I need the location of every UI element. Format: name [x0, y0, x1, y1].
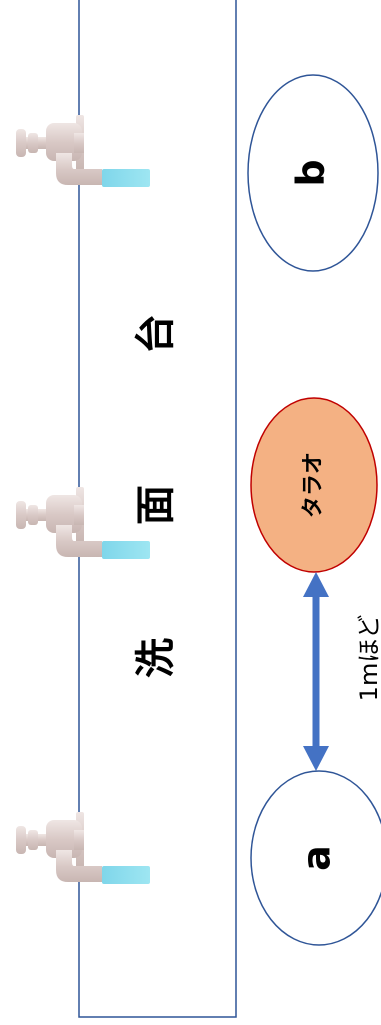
sink-char-1: 洗 [133, 638, 179, 678]
sink-char-2: 面 [133, 485, 179, 525]
distance-arrow [303, 572, 329, 771]
circle-a-label: a [295, 845, 339, 871]
sink-char-3: 台 [133, 314, 179, 354]
faucet-top-icon [16, 115, 150, 187]
circle-a [250, 770, 381, 946]
faucet-bottom-icon [16, 812, 150, 884]
faucet-middle-icon [16, 487, 150, 559]
towel-circle [250, 397, 378, 573]
towel-label: タラオ [301, 452, 326, 518]
circle-b [247, 74, 379, 272]
distance-label: 1mほど [355, 615, 381, 702]
circle-b-label: b [289, 159, 333, 186]
